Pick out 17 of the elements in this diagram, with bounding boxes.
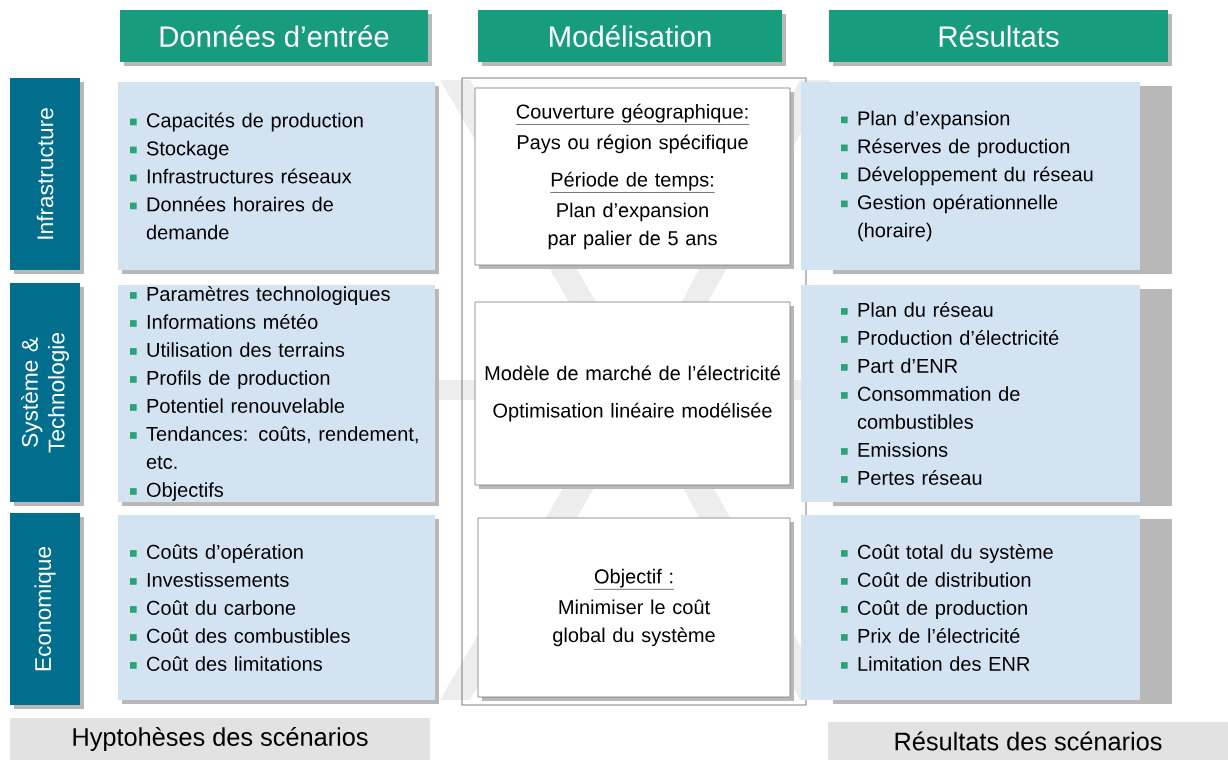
input-box: Paramètres technologiques Informations météo Utilisation des terrains Profils de production Potentiel renouvelable Tendances: coûts, rendement, etc. Objectifs bbox=[118, 285, 439, 506]
input-box: Coûts d’opération Investissements Coût du carbone Coût des combustibles Coût des limitations bbox=[118, 515, 439, 704]
row-label: Economique bbox=[10, 513, 84, 709]
scenario-bar: Hyptohèses des scénarios bbox=[10, 718, 430, 760]
input-box: Capacités de production Stockage Infrastructures réseaux Données horaires de demande bbox=[118, 82, 439, 274]
result-box: Plan du réseau Production d’électricité Part d’ENR Consommation de combustibles Emissions Pertes réseau bbox=[801, 285, 1172, 506]
model-box: Objectif : Minimiser le coût global du système bbox=[477, 517, 794, 701]
row-label: Système & Technologie bbox=[10, 283, 84, 506]
scenario-bar: Résultats des scénarios bbox=[828, 722, 1228, 760]
column-header: Modélisation bbox=[478, 10, 786, 66]
column-header: Résultats bbox=[829, 10, 1172, 66]
result-box: Coût total du système Coût de distribution Coût de production Prix de l’électricité Limitation des ENR bbox=[801, 515, 1172, 704]
row-label: Infrastructure bbox=[10, 78, 84, 274]
column-header: Données d’entrée bbox=[120, 10, 432, 66]
model-box: Modèle de marché de l’électricité Optimisation linéaire modélisée bbox=[474, 301, 794, 489]
model-box: Couverture géographique: Pays ou région spécifique Période de temps: Plan d’expansion par palier de 5 ans bbox=[474, 87, 794, 269]
result-box: Plan d’expansion Réserves de production Développement du réseau Gestion opérationnelle (horaire) bbox=[801, 82, 1172, 274]
